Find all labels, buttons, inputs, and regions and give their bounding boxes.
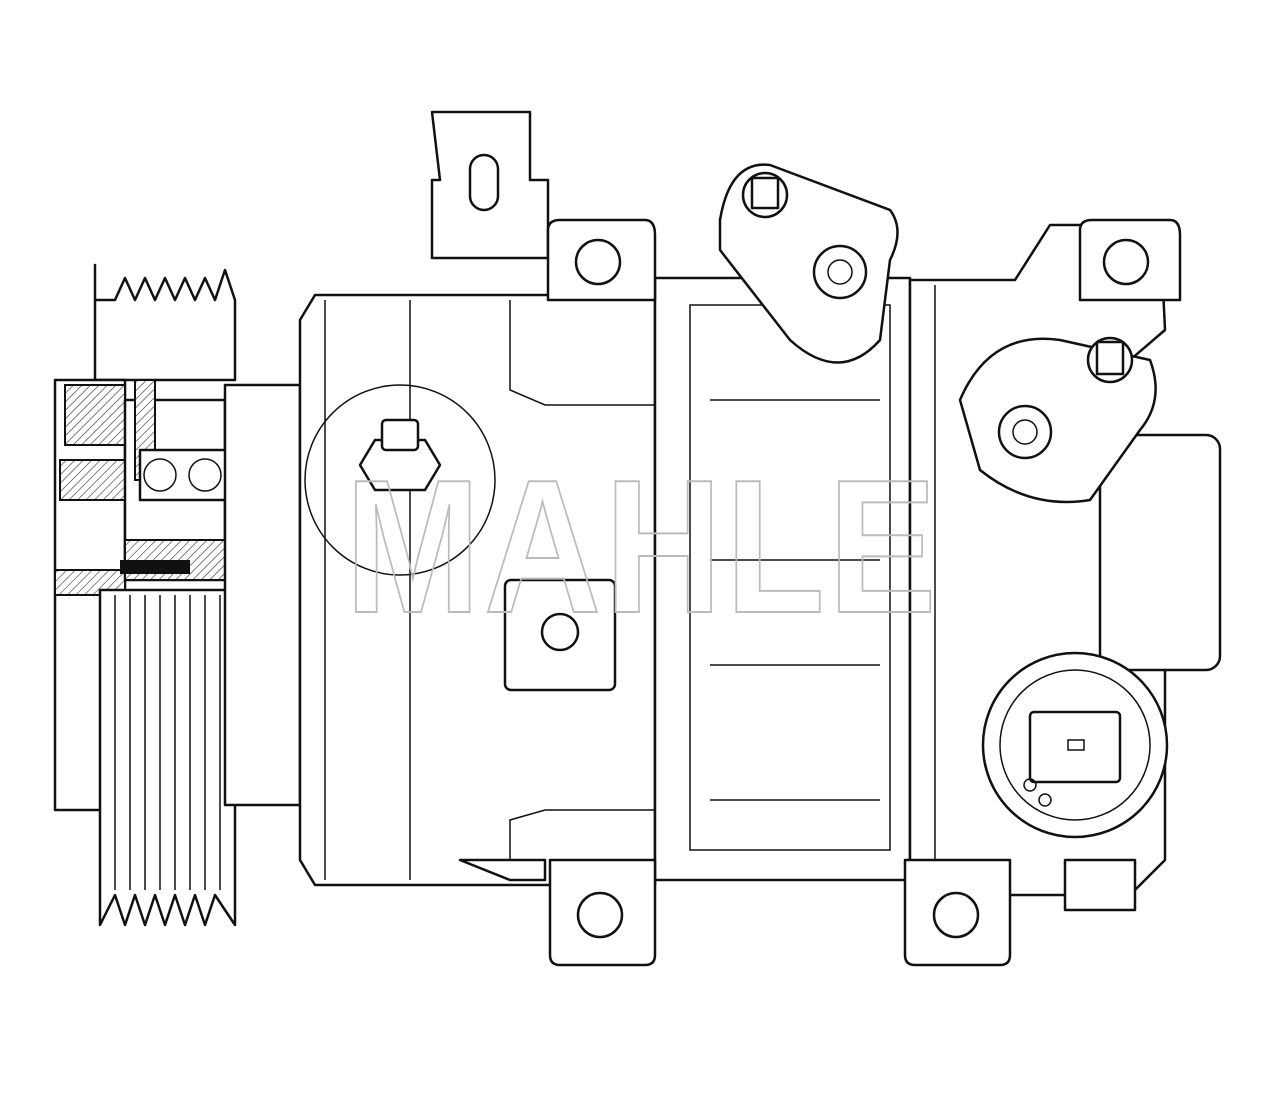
electrical-connector bbox=[981, 651, 1169, 839]
suction-port-fitting bbox=[958, 336, 1157, 504]
middle-housing bbox=[653, 276, 912, 882]
mounting-ear-top-left bbox=[546, 218, 657, 302]
pulley bbox=[53, 263, 302, 927]
top-mounting-tab bbox=[430, 110, 550, 260]
mounting-ear-top-right bbox=[1078, 218, 1182, 302]
mounting-ear-bottom-left bbox=[548, 858, 657, 967]
watermark-logo: MAHLE bbox=[345, 441, 940, 653]
housing-bolt bbox=[304, 384, 496, 576]
discharge-port-fitting bbox=[718, 163, 899, 364]
mounting-ear-bottom-right bbox=[903, 858, 1012, 967]
center-boss bbox=[503, 578, 617, 692]
